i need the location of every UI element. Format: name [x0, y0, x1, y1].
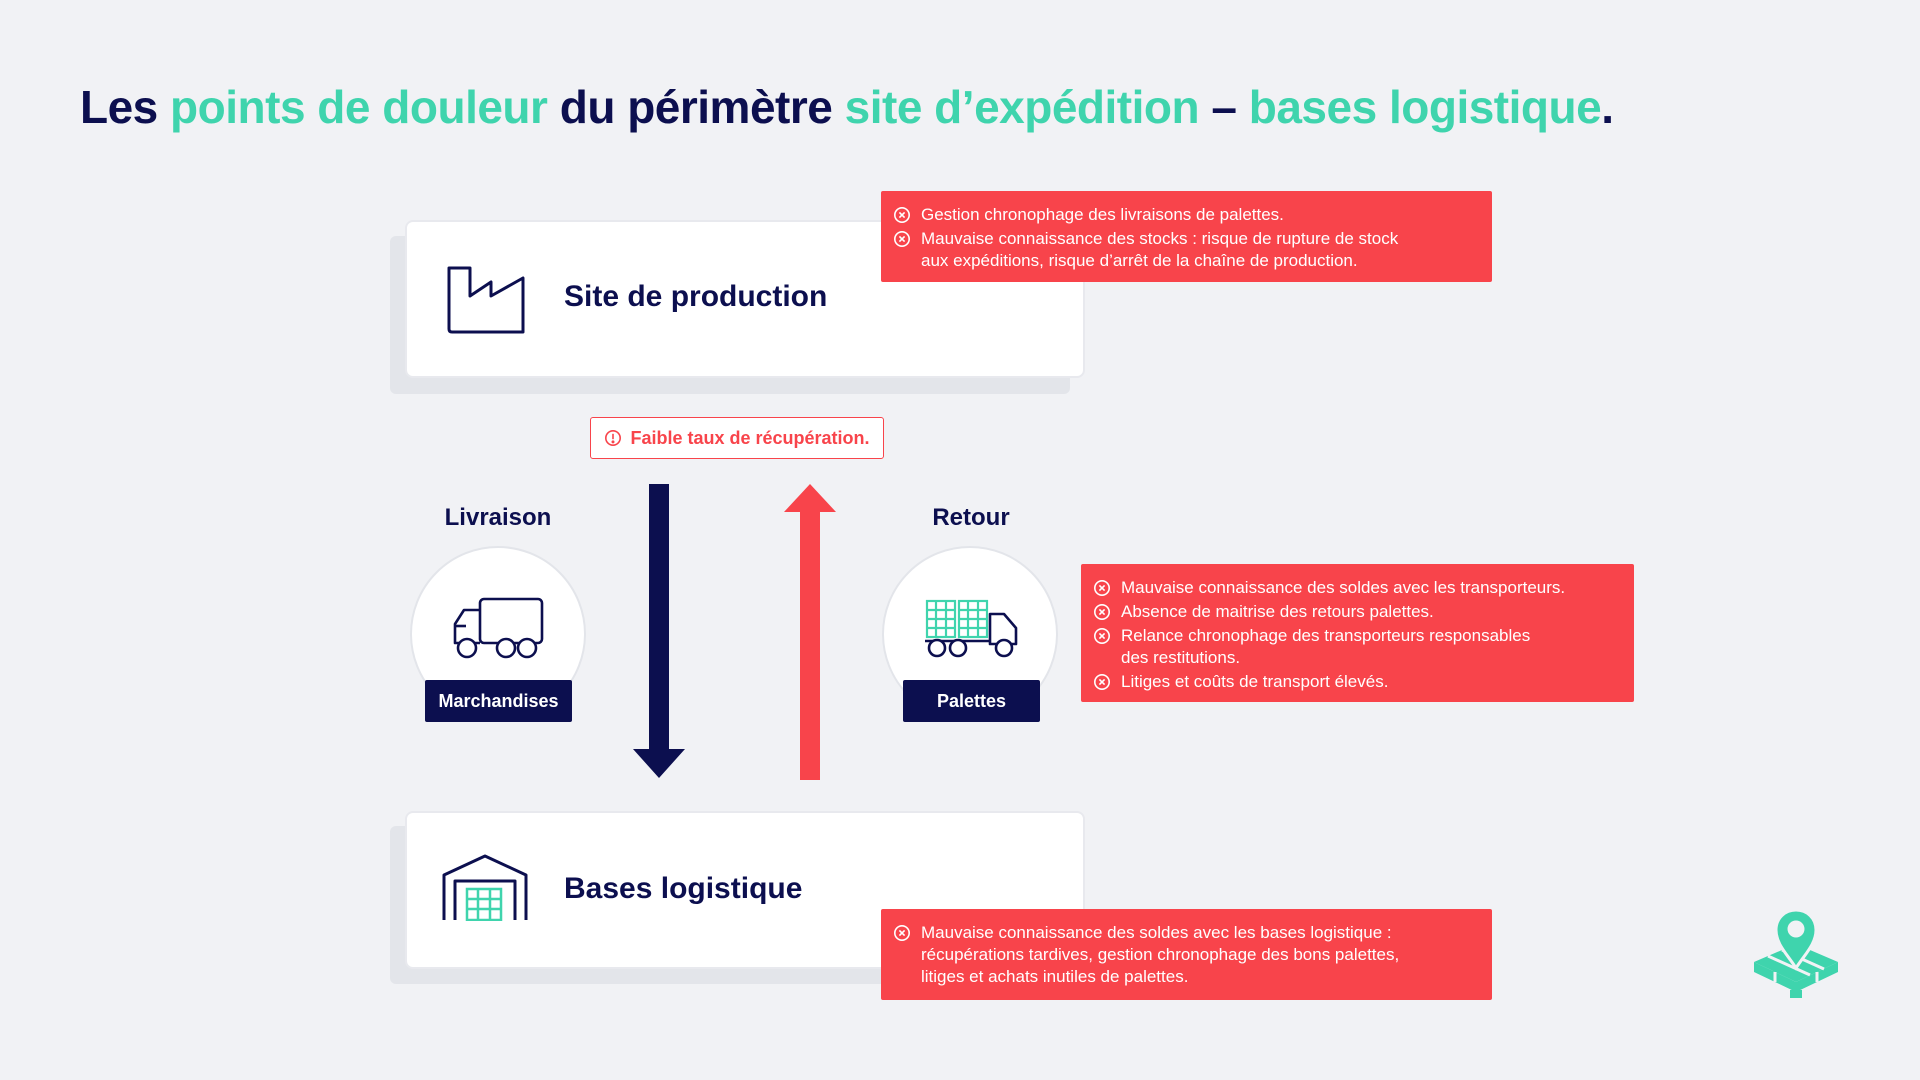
retour-pain-points: Mauvaise connaissance des soldes avec le…	[1081, 564, 1634, 702]
error-circle-icon	[1094, 604, 1110, 620]
pain-text: des restitutions.	[1121, 648, 1241, 667]
retour-label: Retour	[932, 504, 1010, 531]
title-part-7: .	[1601, 81, 1614, 133]
title-part-6: bases logistique	[1248, 81, 1602, 133]
pallet-location-logo	[1754, 908, 1838, 998]
delivery-truck-icon	[453, 597, 544, 659]
pain-text: Gestion chronophage des livraisons de pa…	[921, 205, 1284, 224]
pain-item: Mauvaise connaissance des stocks : risqu…	[893, 228, 1478, 250]
palettes-badge: Palettes	[903, 680, 1040, 722]
pain-item: Gestion chronophage des livraisons de pa…	[893, 204, 1478, 226]
pain-item: Litiges et coûts de transport élevés.	[1093, 671, 1620, 693]
error-circle-icon	[894, 231, 910, 247]
pain-text: litiges et achats inutiles de palettes.	[921, 967, 1189, 986]
pain-text: Litiges et coûts de transport élevés.	[1121, 672, 1389, 691]
marchandises-badge: Marchandises	[425, 680, 572, 722]
alert-circle-icon	[605, 430, 622, 446]
pain-text: aux expéditions, risque d’arrêt de la ch…	[921, 251, 1358, 270]
recovery-warning: Faible taux de récupération.	[590, 417, 884, 459]
indent-spacer	[893, 946, 911, 964]
warehouse-icon	[442, 854, 528, 921]
bases-pain-points: Mauvaise connaissance des soldes avec le…	[881, 909, 1492, 1000]
pain-text: Mauvaise connaissance des soldes avec le…	[921, 923, 1392, 942]
factory-icon	[447, 266, 525, 334]
pain-item: Relance chronophage des transporteurs re…	[1093, 625, 1620, 647]
pain-text: Absence de maitrise des retours palettes…	[1121, 602, 1434, 621]
pain-item-continuation: litiges et achats inutiles de palettes.	[893, 966, 1478, 988]
production-label: Site de production	[564, 280, 828, 313]
pain-text: récupérations tardives, gestion chronoph…	[921, 945, 1400, 964]
pain-item: Absence de maitrise des retours palettes…	[1093, 601, 1620, 623]
title-part-1: Les	[80, 81, 171, 133]
pain-item-continuation: des restitutions.	[1093, 647, 1620, 669]
pain-item-continuation: récupérations tardives, gestion chronoph…	[893, 944, 1478, 966]
return-arrow-up	[784, 484, 836, 780]
pain-text: Mauvaise connaissance des stocks : risqu…	[921, 229, 1399, 248]
error-circle-icon	[1094, 674, 1110, 690]
warning-text: Faible taux de récupération.	[630, 427, 870, 448]
indent-spacer	[893, 968, 911, 986]
page-title: Les points de douleur du périmètre site …	[80, 80, 1614, 134]
title-part-4: site d’expédition	[844, 81, 1200, 133]
title-part-2: points de douleur	[170, 81, 548, 133]
indent-spacer	[893, 252, 911, 270]
production-pain-points: Gestion chronophage des livraisons de pa…	[881, 191, 1492, 282]
livraison-label: Livraison	[444, 504, 552, 531]
title-part-3: du périmètre	[547, 81, 845, 133]
bases-label: Bases logistique	[564, 872, 803, 905]
pain-item: Mauvaise connaissance des soldes avec le…	[1093, 577, 1620, 599]
pain-item-continuation: aux expéditions, risque d’arrêt de la ch…	[893, 250, 1478, 272]
bases-card: Bases logistique	[405, 811, 1085, 969]
title-part-5: –	[1199, 81, 1249, 133]
error-circle-icon	[894, 925, 910, 941]
pain-item: Mauvaise connaissance des soldes avec le…	[893, 922, 1478, 944]
pain-text: Mauvaise connaissance des soldes avec le…	[1121, 578, 1566, 597]
pain-text: Relance chronophage des transporteurs re…	[1121, 626, 1531, 645]
delivery-arrow-down	[633, 484, 685, 778]
pallet-truck-icon	[925, 599, 1018, 658]
error-circle-icon	[894, 207, 910, 223]
error-circle-icon	[1094, 628, 1110, 644]
indent-spacer	[1093, 649, 1111, 667]
error-circle-icon	[1094, 580, 1110, 596]
